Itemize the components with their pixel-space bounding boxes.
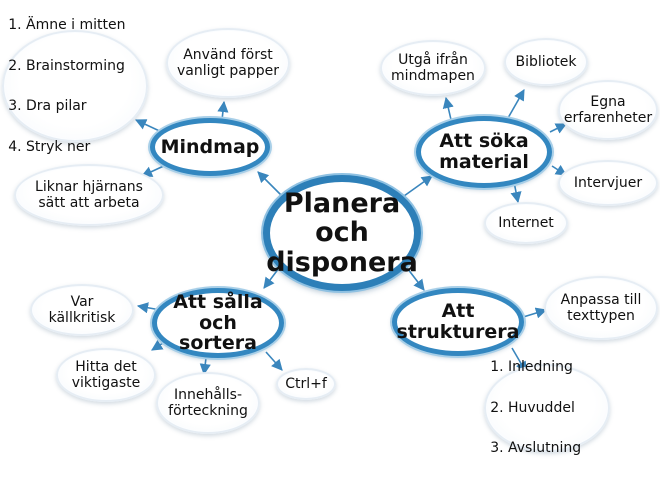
leaf-like-brain: Liknar hjärnans sätt att arbeta (14, 164, 164, 226)
hub-structure-label: Att strukturera (396, 300, 520, 343)
leaf-interviews: Intervjuer (558, 160, 658, 206)
hub-mindmap: Mindmap (150, 118, 270, 176)
leaf-label: Använd först vanligt papper (177, 46, 279, 79)
list-item: Inledning (508, 357, 581, 377)
arrow-search-to-internet (510, 181, 522, 204)
center-label: Planera och disponera (266, 188, 418, 278)
leaf-label: Hitta det viktigaste (71, 358, 141, 391)
leaf-label: Egna erfarenheter (563, 93, 653, 126)
hub-structure: Att strukturera (392, 288, 524, 356)
hub-sort-label: Att sålla och sortera (173, 290, 263, 355)
arrow-sort-to-ctrlf (265, 351, 283, 371)
arrow-center-to-structure (403, 263, 425, 291)
leaf-ctrl-f: Ctrl+f (276, 368, 336, 400)
arrow-structure-to-texttype (519, 307, 548, 319)
leaf-find-important: Hitta det viktigaste (56, 348, 156, 402)
leaf-from-mindmap: Utgå ifrån mindmapen (380, 40, 486, 96)
leaf-table-of-contents: Innehålls- förteckning (156, 372, 260, 434)
leaf-label: Anpassa till texttypen (560, 291, 642, 324)
leaf-label: Ctrl+f (285, 375, 327, 392)
hub-sort: Att sålla och sortera (152, 288, 284, 358)
leaf-use-paper: Använd först vanligt papper (166, 28, 290, 98)
steps-list: Ämne i mitten Brainstorming Dra pilar St… (4, 0, 125, 177)
leaf-label: Intervjuer (573, 174, 643, 191)
parts-list: Inledning Huvuddel Avslutning (486, 337, 581, 479)
arrow-search-to-library (507, 89, 525, 119)
leaf-library: Bibliotek (504, 38, 588, 86)
list-item: Avslutning (508, 438, 581, 458)
hub-search-label: Att söka material (439, 130, 529, 173)
arrow-search-to-own (549, 123, 568, 134)
leaf-label: Internet (498, 214, 554, 231)
hub-search-material: Att söka material (416, 116, 552, 188)
leaf-label: Bibliotek (515, 53, 577, 70)
leaf-own-experience: Egna erfarenheter (558, 80, 658, 140)
list-item: Dra pilar (26, 96, 125, 116)
mind-map: Planera och disponera Mindmap Att söka m… (0, 0, 660, 456)
leaf-label: Var källkritisk (48, 293, 116, 326)
list-item: Stryk ner (26, 137, 125, 157)
leaf-structure-parts: Inledning Huvuddel Avslutning (484, 359, 610, 456)
leaf-adapt-texttype: Anpassa till texttypen (544, 276, 658, 340)
arrow-mindmap-to-paper (217, 100, 229, 121)
leaf-label: Innehålls- förteckning (168, 386, 248, 419)
leaf-label: Liknar hjärnans sätt att arbeta (35, 178, 143, 211)
arrow-mindmap-to-brain (140, 163, 169, 177)
hub-mindmap-label: Mindmap (160, 135, 260, 158)
leaf-source-critical: Var källkritisk (30, 284, 134, 336)
list-item: Huvuddel (508, 398, 581, 418)
arrow-center-to-search (403, 175, 433, 197)
list-item: Ämne i mitten (26, 15, 125, 35)
list-item: Brainstorming (26, 56, 125, 76)
leaf-internet: Internet (484, 202, 568, 244)
leaf-label: Utgå ifrån mindmapen (391, 51, 475, 84)
arrow-sort-to-toc (199, 357, 211, 376)
arrow-center-to-mindmap (257, 171, 283, 197)
center-node: Planera och disponera (263, 175, 421, 291)
leaf-mindmap-steps: Ämne i mitten Brainstorming Dra pilar St… (2, 17, 148, 155)
